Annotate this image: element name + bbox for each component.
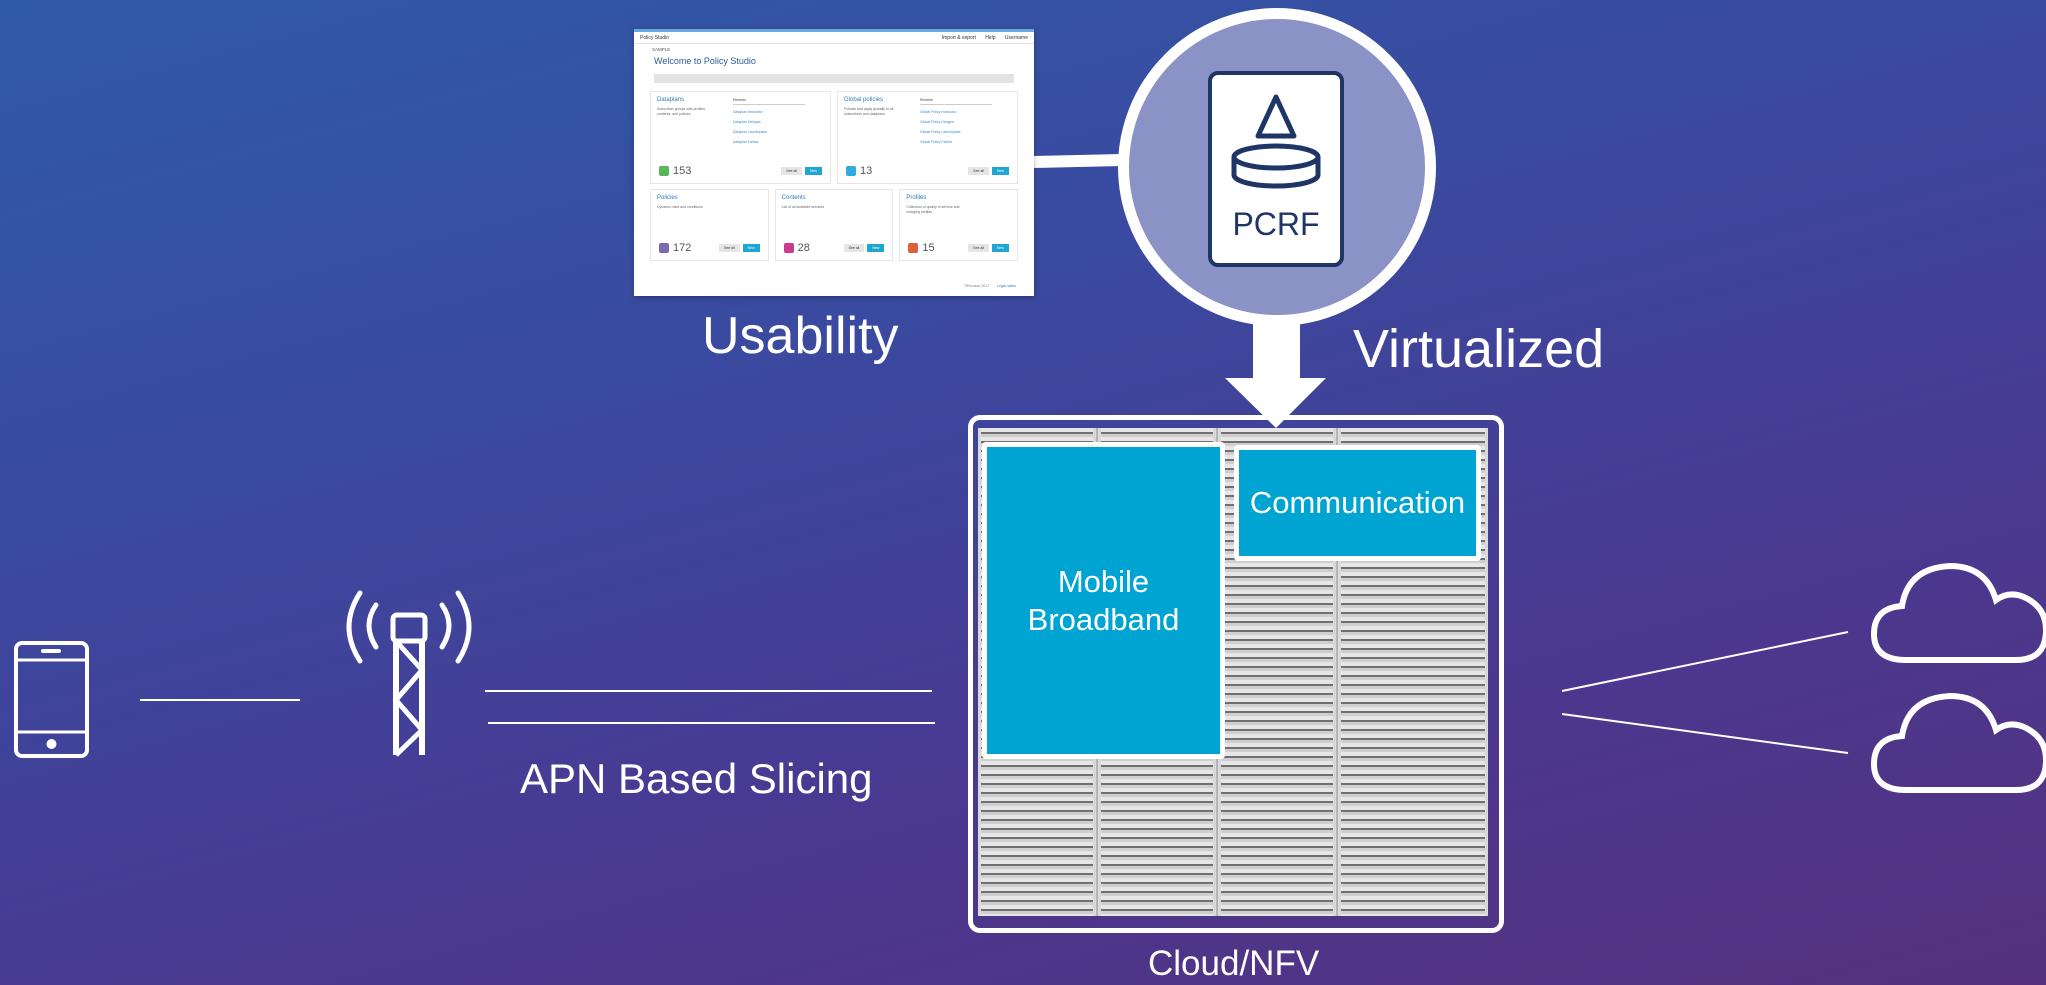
ps-top-bar: Policy Studio Import & export Help Usern… xyxy=(634,32,1034,44)
screenshot-pcrf-connector xyxy=(1033,154,1123,168)
cloud-nfv-label: Cloud/NFV xyxy=(1148,944,1320,983)
ps-heading: Welcome to Policy Studio xyxy=(654,56,756,66)
ps-recent-item: Dataplan Designs xyxy=(733,120,761,124)
smartphone-icon xyxy=(14,641,89,758)
cloud-line-1 xyxy=(1561,631,1849,692)
ps-recent-item: Dataplan Launchpads xyxy=(733,130,768,134)
ps-breadcrumb: SAMPLE xyxy=(652,46,671,52)
ps-username: Username xyxy=(1004,34,1028,41)
ps-count: 172 xyxy=(673,242,692,254)
ps-footer-copyright: ©Ericsson 2017 xyxy=(964,284,990,288)
ps-card-policies: Policies Dynamic rules and conditions 17… xyxy=(650,189,769,261)
policies-icon xyxy=(659,243,669,253)
ps-see-all-button: See all xyxy=(781,167,802,175)
cloud-icon xyxy=(1870,562,2046,663)
ps-card-profiles: Profiles Collection of quality of servic… xyxy=(899,189,1019,261)
ps-new-button: New xyxy=(867,244,885,252)
ps-card-footer: 172 See all New xyxy=(659,242,760,254)
ps-recent-item: Global Policy Designs xyxy=(920,120,955,124)
ps-card-footer: 15 See all New xyxy=(908,242,1010,254)
ps-see-all-button: See all xyxy=(968,167,989,175)
ps-see-all-button: See all xyxy=(968,244,989,252)
dataplans-icon xyxy=(659,166,669,176)
ps-count: 28 xyxy=(797,242,810,254)
ps-help: Help xyxy=(985,34,996,41)
ps-card-footer: 153 See all New xyxy=(659,165,822,177)
cloud-icon xyxy=(1870,692,2046,793)
ps-card-title: Contents xyxy=(781,195,806,201)
ps-recents-header: Recents xyxy=(733,98,805,105)
mobile-broadband-line-1: Mobile xyxy=(1057,563,1150,599)
pcrf-label: PCRF xyxy=(1232,206,1320,242)
ps-footer: ©Ericsson 2017 Legal notice xyxy=(964,284,1016,288)
ps-search-bar xyxy=(654,74,1014,83)
ps-new-button: New xyxy=(991,167,1009,175)
contents-icon xyxy=(783,243,794,253)
ps-recent-item: Dataplan Instructor xyxy=(733,110,763,114)
mobile-broadband-line-2: Broadband xyxy=(1027,601,1180,637)
communication-label: Communication xyxy=(1249,485,1466,520)
usability-label: Usability xyxy=(702,307,899,365)
ps-card-global-policies: Global policies Policies that apply glob… xyxy=(837,91,1018,184)
ps-new-button: New xyxy=(804,167,822,175)
profiles-icon xyxy=(908,243,919,253)
ps-card-contents: Contents List of all available services … xyxy=(774,189,894,261)
ps-card-desc: Subscriber groups with profiles, content… xyxy=(657,107,706,116)
virtualized-arrow xyxy=(1225,300,1326,428)
ps-count: 15 xyxy=(922,242,935,254)
ps-card-desc: Policies that apply globally to all subs… xyxy=(844,107,894,116)
ps-recents-header: Recents xyxy=(920,98,992,105)
ps-import-export: Import & export xyxy=(941,34,976,41)
ps-row-top: Dataplans Subscriber groups with profile… xyxy=(650,91,1018,184)
ps-card-footer: 28 See all New xyxy=(783,242,885,254)
ps-recent-item: Dataplan Fairfax xyxy=(733,140,759,144)
ps-recents: Recents Dataplan Instructor Dataplan Des… xyxy=(733,98,805,147)
ps-card-title: Global policies xyxy=(844,97,884,103)
communication-slice: Communication xyxy=(1234,445,1481,561)
virtualized-label: Virtualized xyxy=(1353,319,1605,379)
global-policies-icon xyxy=(846,166,856,176)
ps-see-all-button: See all xyxy=(718,244,740,252)
ps-recent-item: Global Policy Launchpads xyxy=(920,130,961,134)
ps-recent-item: Global Policy Instructor xyxy=(920,110,956,114)
ps-app-title: Policy Studio xyxy=(640,34,669,41)
ps-footer-link: Legal notice xyxy=(997,284,1016,288)
ps-card-title: Policies xyxy=(657,195,678,201)
database-icon xyxy=(1231,94,1321,189)
ps-card-title: Dataplans xyxy=(657,97,685,103)
ps-recents: Recents Global Policy Instructor Global … xyxy=(920,98,992,147)
ps-card-footer: 13 See all New xyxy=(846,165,1009,177)
ps-count: 13 xyxy=(860,165,873,177)
ps-new-button: New xyxy=(992,244,1010,252)
policy-studio-screenshot: Policy Studio Import & export Help Usern… xyxy=(634,29,1034,296)
cell-tower-icon xyxy=(346,590,472,757)
ps-new-button: New xyxy=(742,244,760,252)
ps-row-bottom: Policies Dynamic rules and conditions 17… xyxy=(650,189,1019,261)
ps-card-desc: List of all available services xyxy=(781,205,825,209)
ps-card-dataplans: Dataplans Subscriber groups with profile… xyxy=(650,91,831,184)
cloud-line-2 xyxy=(1561,713,1849,754)
ps-count: 153 xyxy=(673,165,692,177)
ps-card-desc: Collection of quality of service and cha… xyxy=(906,205,960,214)
ps-see-all-button: See all xyxy=(843,244,865,252)
ps-recent-item: Global Policy Fairfax xyxy=(920,140,953,144)
ps-card-title: Profiles xyxy=(906,195,927,201)
mobile-broadband-slice: Mobile Broadband xyxy=(982,442,1225,759)
cloud-nfv-frame xyxy=(968,415,1504,933)
ps-card-desc: Dynamic rules and conditions xyxy=(657,205,703,209)
apn-slicing-label: APN Based Slicing xyxy=(520,755,873,802)
